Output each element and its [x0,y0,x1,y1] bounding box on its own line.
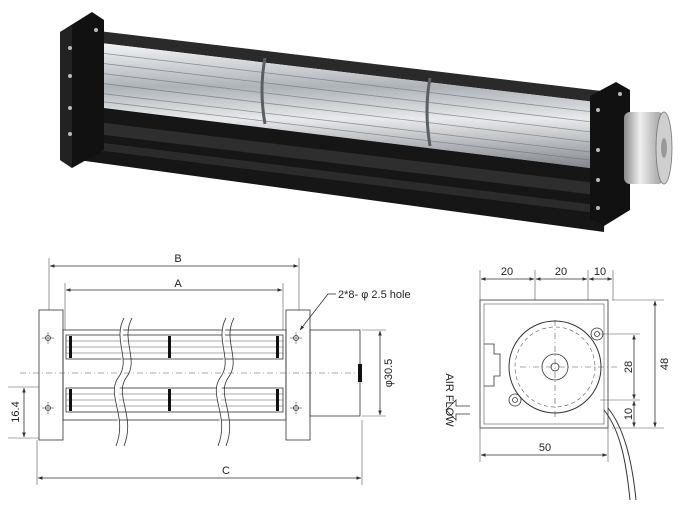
air-flow-label: AIR FLOW [443,373,455,427]
dim-a-label: A [174,278,182,290]
dim-10-label: 10 [623,408,635,420]
dim-top-2: 20 [555,266,567,278]
dim-motor-dia-label: φ30.5 [383,359,395,388]
right-end-plate [590,82,630,226]
rotor [88,42,612,170]
side-plate [479,299,609,429]
hole-note: 2*8- φ 2.5 hole [338,289,411,301]
dim-top-3: 10 [594,266,606,278]
dim-b-label: B [174,253,181,265]
dim-top-1: 20 [501,266,513,278]
dim-28-label: 28 [623,361,635,373]
motor [624,111,673,185]
side-view: 20 20 10 AIR FLOW 48 28 [443,266,671,501]
right-bracket [285,309,311,441]
left-bracket [38,309,64,441]
dim-50-label: 50 [539,442,551,454]
dim-height-label: 16.4 [10,401,22,422]
dim-48-label: 48 [659,358,671,370]
front-view: B A [8,253,411,485]
fan-photo [60,12,673,232]
dim-c-label: C [222,465,230,477]
